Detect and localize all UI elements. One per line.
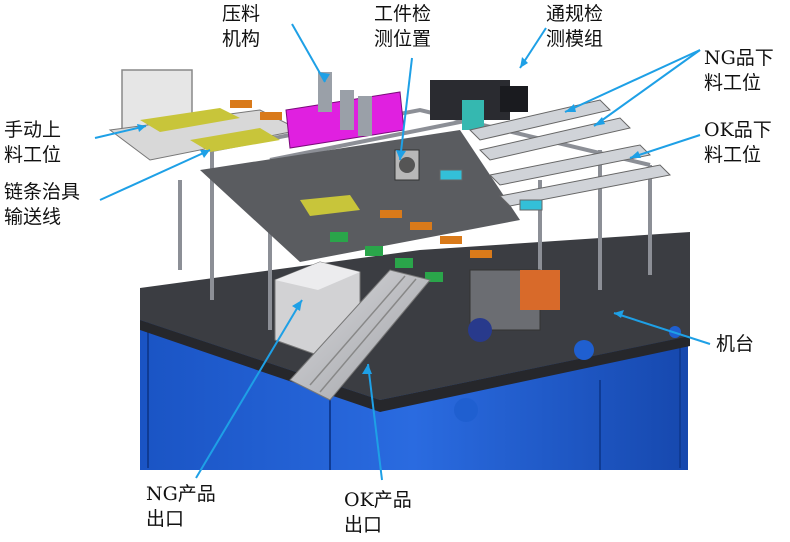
label-manual-load: 手动上料工位 — [4, 119, 62, 166]
workpiece-detect — [394, 149, 420, 181]
leader-arrowheads — [137, 57, 641, 374]
label-ng-unload: NG品下料工位 — [704, 47, 774, 94]
leader-machine — [613, 312, 711, 345]
label-gauge-module: 通规检测模组 — [546, 3, 604, 50]
leader-chain — [99, 149, 211, 201]
chain-conveyor — [200, 100, 560, 342]
label-ok-unload: OK品下料工位 — [704, 119, 772, 166]
leader-ok — [629, 134, 701, 159]
label-machine: 机台 — [716, 333, 755, 355]
label-workpiece-detect: 工件检测位置 — [374, 3, 432, 50]
label-press-mechanism: 压料机构 — [222, 3, 261, 50]
unloading-cylinders — [439, 99, 672, 211]
leader-ok-outlet — [367, 363, 383, 481]
ok-chute — [289, 269, 431, 401]
label-ng-outlet: NG产品出口 — [146, 483, 216, 530]
leader-ng-outlet — [195, 299, 303, 479]
leader-workpiece — [399, 57, 413, 161]
label-chain-conveyor: 链条治具输送线 — [4, 181, 81, 228]
leader-lines — [94, 23, 711, 481]
label-ok-outlet: OK产品出口 — [344, 489, 412, 536]
leader-ng-2 — [593, 49, 701, 127]
manual-loading-station — [108, 69, 302, 161]
leader-manual — [94, 125, 147, 139]
gauge-module — [430, 80, 528, 130]
leader-ng-1 — [564, 49, 701, 113]
